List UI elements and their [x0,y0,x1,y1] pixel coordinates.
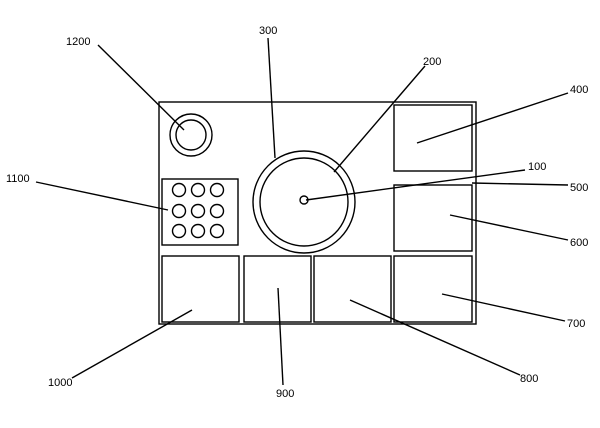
leader-1200 [97,44,185,131]
keypad-1100 [161,178,239,246]
leader-300 [267,37,276,159]
label-100: 100 [528,161,546,173]
leader-1000 [71,309,193,379]
label-200: 200 [423,56,441,68]
label-800: 800 [520,373,538,385]
leader-500 [471,182,569,186]
label-700: 700 [567,318,585,330]
dial-300 [252,150,356,254]
panel-1000 [161,255,240,323]
label-1200: 1200 [66,36,90,48]
panel-900 [243,255,312,323]
knob-1200 [169,113,213,157]
label-1100: 1100 [6,173,30,185]
label-600: 600 [570,237,588,249]
panel-700 [393,255,473,323]
leader-700 [441,293,566,322]
panel-600 [393,184,473,252]
panel-400 [393,104,473,172]
leader-100 [305,169,526,201]
label-1000: 1000 [48,377,72,389]
device-housing [158,101,477,325]
leader-400 [416,92,569,144]
leader-800 [349,299,521,376]
leader-lines [35,37,569,386]
label-300: 300 [259,25,277,37]
leader-900 [277,287,284,386]
label-400: 400 [570,84,588,96]
label-900: 900 [276,388,294,400]
leader-600 [449,214,569,241]
label-500: 500 [570,182,588,194]
leader-200 [333,65,426,173]
leader-1100 [35,181,169,211]
panel-800 [313,255,392,323]
